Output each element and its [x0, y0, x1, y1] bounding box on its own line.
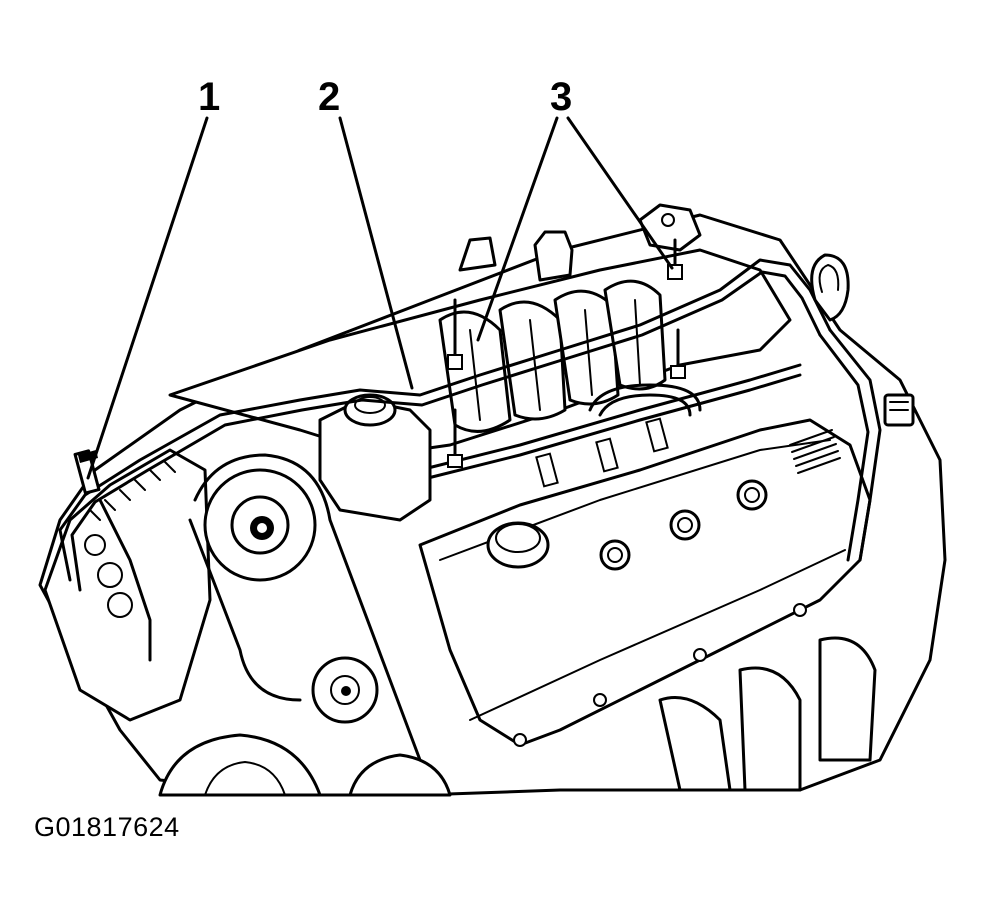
top-brackets [458, 203, 850, 322]
vent-grille [789, 429, 841, 474]
figure-id: G01817624 [34, 812, 180, 842]
leader-line-1 [86, 116, 209, 480]
callout-label-3: 3 [550, 75, 572, 119]
coolant-reservoir [318, 393, 432, 522]
wiring-harness-clip [73, 449, 101, 495]
leader-line-3b [566, 116, 674, 270]
wiring-harness [58, 258, 882, 662]
exhaust-manifold [658, 636, 877, 792]
callout-labels: 1 2 3 [198, 75, 572, 119]
callout-label-2: 2 [318, 75, 340, 119]
drive-belt [188, 453, 422, 762]
leader-line-3a [476, 116, 559, 342]
harness-bolt-left [447, 298, 463, 468]
pulley-upper [203, 468, 317, 582]
valve-cover [418, 418, 872, 747]
timing-cover [43, 448, 212, 722]
leader-lines [86, 116, 674, 480]
callout-label-1: 1 [198, 75, 220, 119]
pulley-lower [311, 656, 379, 724]
harness-bolt-right [667, 238, 686, 379]
harness-bolts [447, 238, 686, 468]
harness-connector [883, 393, 915, 427]
intake-manifold [168, 248, 802, 488]
leader-line-2 [338, 116, 414, 390]
